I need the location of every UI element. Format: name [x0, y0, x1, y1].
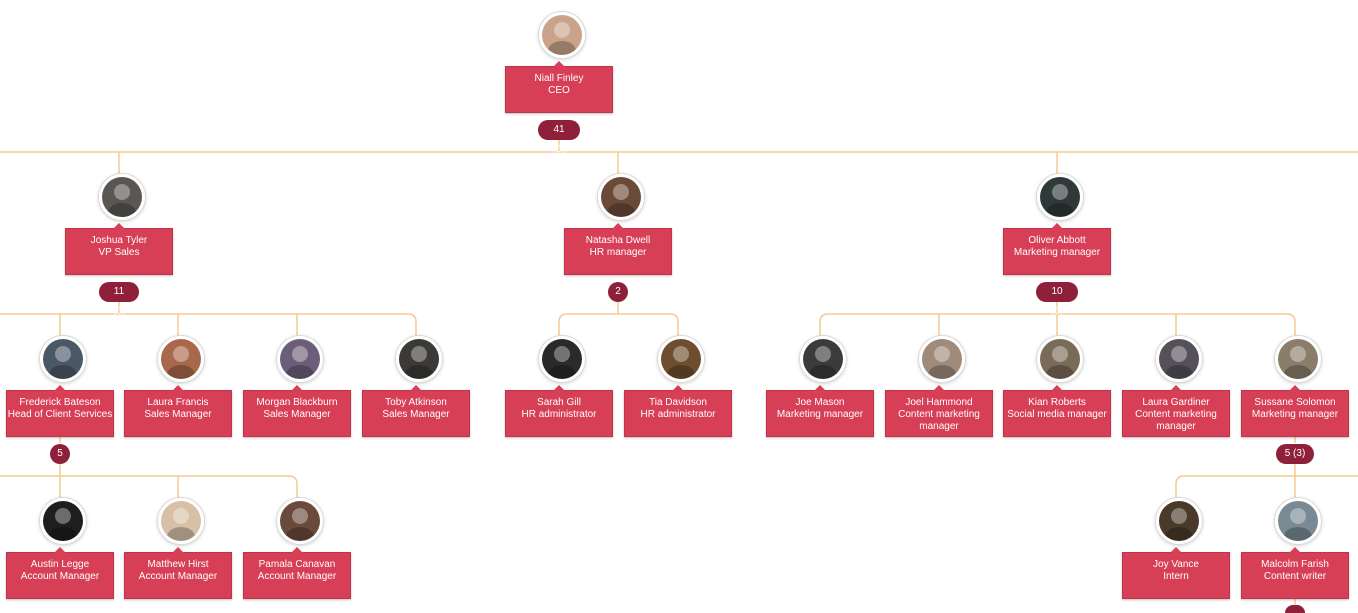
person-name: Sussane Solomon — [1254, 397, 1336, 408]
person-title: Content marketing manager — [1135, 409, 1217, 432]
avatar-photo[interactable] — [277, 336, 323, 382]
person-title: VP Sales — [98, 247, 140, 258]
descendant-count-badge[interactable]: 5 (3) — [1276, 444, 1314, 464]
avatar-photo[interactable] — [1275, 336, 1321, 382]
person-title: Account Manager — [257, 571, 337, 582]
avatar-photo[interactable] — [1037, 336, 1083, 382]
avatar-photo[interactable] — [1037, 174, 1083, 220]
person-name: Matthew Hirst — [147, 559, 209, 570]
person-title: Marketing manager — [1251, 409, 1339, 420]
avatar-photo[interactable] — [40, 498, 86, 544]
avatar-photo[interactable] — [1156, 498, 1202, 544]
person-title: Head of Client Services — [7, 409, 113, 420]
avatar-photo[interactable] — [919, 336, 965, 382]
person-name: Toby Atkinson — [385, 397, 447, 408]
person-name: Joel Hammond — [905, 397, 973, 408]
descendant-count-badge[interactable]: 10 (5) — [1036, 282, 1078, 317]
avatar-photo[interactable] — [396, 336, 442, 382]
descendant-count-badge[interactable]: 11 (6) — [99, 282, 139, 317]
person-name: Malcolm Farish — [1261, 559, 1329, 570]
person-title: Sales Manager — [263, 409, 331, 420]
avatar-photo[interactable] — [658, 336, 704, 382]
descendant-count-badge[interactable]: 5 — [50, 444, 70, 464]
person-name: Oliver Abbott — [1028, 235, 1086, 246]
person-name: Tia Davidson — [649, 397, 707, 408]
person-title: Sales Manager — [382, 409, 450, 420]
person-name: Laura Gardiner — [1142, 397, 1210, 408]
avatar-photo[interactable] — [40, 336, 86, 382]
avatar-photo[interactable] — [277, 498, 323, 544]
avatar-photo[interactable] — [800, 336, 846, 382]
person-title: Marketing manager — [1013, 247, 1101, 258]
descendant-count-badge[interactable]: 2 — [608, 282, 628, 302]
person-name: Morgan Blackburn — [256, 397, 338, 408]
person-name: Joshua Tyler — [90, 235, 148, 246]
person-title: HR manager — [589, 247, 647, 258]
person-name: Frederick Bateson — [19, 397, 101, 408]
person-name: Pamala Canavan — [258, 559, 336, 570]
avatar-photo[interactable] — [99, 174, 145, 220]
descendant-count-badge-partial[interactable] — [1285, 605, 1305, 613]
person-name: Sarah Gill — [537, 397, 581, 408]
avatar-photo[interactable] — [1156, 336, 1202, 382]
avatar-photo[interactable] — [158, 336, 204, 382]
person-title: Account Manager — [138, 571, 218, 582]
person-title: Social media manager — [1007, 409, 1107, 420]
person-title: CEO — [548, 85, 570, 96]
avatar-photo[interactable] — [158, 498, 204, 544]
person-title: Account Manager — [20, 571, 100, 582]
avatar-photo[interactable] — [1275, 498, 1321, 544]
person-name: Kian Roberts — [1028, 397, 1086, 408]
person-name: Joe Mason — [795, 397, 845, 408]
person-title: HR administrator — [640, 409, 716, 420]
person-title: HR administrator — [521, 409, 597, 420]
person-name: Austin Legge — [30, 559, 90, 570]
descendant-count-badge[interactable]: 41 (5) — [538, 120, 580, 155]
person-name: Niall Finley — [534, 73, 584, 84]
person-title: Content writer — [1263, 571, 1327, 582]
avatar-photo[interactable] — [598, 174, 644, 220]
person-name: Natasha Dwell — [585, 235, 651, 246]
person-title: Content marketing manager — [898, 409, 980, 432]
avatar-photo[interactable] — [539, 336, 585, 382]
person-title: Sales Manager — [144, 409, 212, 420]
person-name: Joy Vance — [1153, 559, 1199, 570]
person-name: Laura Francis — [147, 397, 209, 408]
avatar-photo[interactable] — [539, 12, 585, 58]
person-title: Intern — [1163, 571, 1189, 582]
person-title: Marketing manager — [776, 409, 864, 420]
